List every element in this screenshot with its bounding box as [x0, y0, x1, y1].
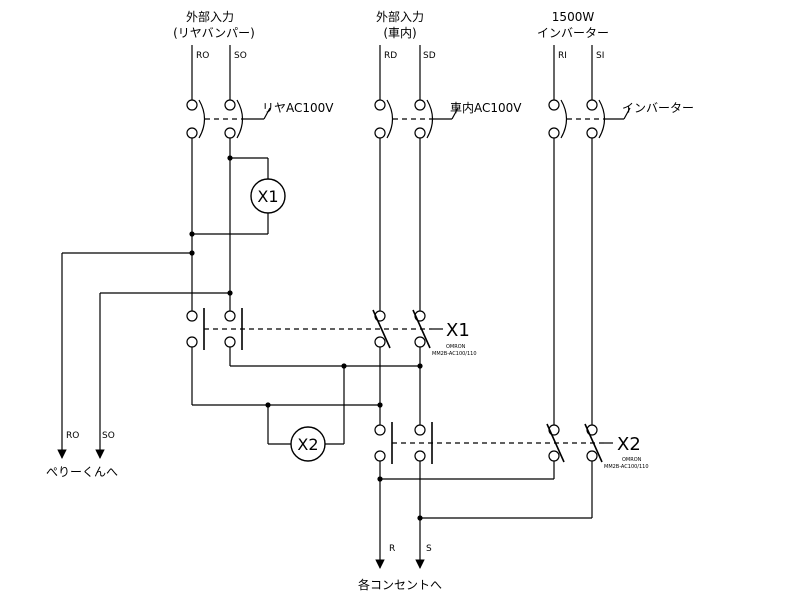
junction-dot — [227, 290, 233, 296]
rear-line-r-label: RO — [196, 51, 209, 61]
coil-x1-label: X1 — [257, 187, 278, 206]
inverter-circuit-wires — [380, 138, 593, 519]
car-input-title: 外部入力 — [376, 9, 424, 24]
inverter-line-s-label: SI — [596, 51, 604, 61]
relay-x2-model: MM2B-AC100/110 — [604, 464, 649, 470]
bottom-output-s-label: S — [426, 544, 432, 554]
left-output-s-label: SO — [102, 431, 115, 441]
junction-dot — [227, 155, 233, 161]
rear-circuit-wires — [57, 138, 269, 459]
rear-breaker-label: リヤAC100V — [262, 101, 334, 115]
relay-x2-name: X2 — [617, 434, 641, 455]
breaker-rear: リヤAC100V — [186, 99, 334, 139]
car-line-r-label: RD — [384, 51, 397, 61]
coil-x2-label: X2 — [297, 435, 318, 454]
relay-x1-contacts: X1 OMRON MM2B-AC100/110 — [186, 308, 477, 357]
inverter-title: 1500W — [552, 10, 595, 24]
feed-wires — [191, 45, 593, 100]
rear-input-subtitle: (リヤバンパー) — [173, 26, 255, 40]
left-output-r-label: RO — [66, 431, 79, 441]
bottom-output-r-label: R — [389, 544, 395, 554]
car-breaker-label: 車内AC100V — [450, 101, 522, 115]
junction-dot — [377, 402, 383, 408]
relay-x1-model: MM2B-AC100/110 — [432, 351, 477, 357]
output-wires — [375, 461, 425, 569]
inverter-subtitle: インバーター — [537, 26, 609, 40]
relay-x1-maker: OMRON — [446, 344, 466, 350]
inverter-line-r-label: RI — [558, 51, 567, 61]
car-circuit-wires — [191, 138, 421, 445]
rear-line-s-label: SO — [234, 51, 247, 61]
relay-x2-maker: OMRON — [622, 457, 642, 463]
rear-input-title: 外部入力 — [186, 9, 234, 24]
bottom-output-destination: 各コンセントへ — [358, 577, 442, 592]
car-input-subtitle: (車内) — [383, 26, 416, 40]
coil-x2: X2 — [290, 426, 326, 462]
relay-x1-name: X1 — [446, 320, 470, 341]
car-line-s-label: SD — [423, 51, 436, 61]
coil-x1: X1 — [250, 178, 286, 214]
breaker-car: 車内AC100V — [374, 99, 522, 139]
junction-dot — [189, 231, 195, 237]
relay-x2-contacts: X2 OMRON MM2B-AC100/110 — [374, 422, 649, 470]
junction-dot — [265, 402, 271, 408]
inverter-breaker-label: インバーター — [622, 101, 694, 115]
left-output-destination: ぺりーくんへ — [46, 465, 118, 479]
junction-dot — [189, 250, 195, 256]
junction-dot — [341, 363, 347, 369]
junction-dot — [417, 363, 423, 369]
breaker-inverter: インバーター — [548, 99, 694, 139]
